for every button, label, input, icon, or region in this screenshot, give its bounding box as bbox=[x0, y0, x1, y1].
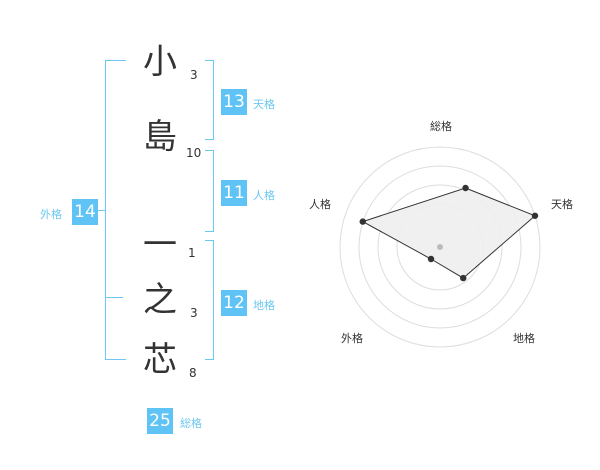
radar-label-2: 天格 bbox=[551, 197, 573, 211]
jinkaku-bracket bbox=[205, 150, 214, 232]
radar-points bbox=[359, 184, 539, 282]
stroke-count-4: 3 bbox=[190, 306, 198, 320]
radar-polygon bbox=[361, 187, 536, 279]
radar-center bbox=[437, 244, 443, 250]
stroke-count-3: 1 bbox=[188, 246, 196, 260]
gaikaku-label: 外格 bbox=[40, 208, 62, 221]
radar-label-4: 外格 bbox=[341, 331, 363, 345]
soukaku-label: 総格 bbox=[180, 417, 202, 430]
radar-point-1 bbox=[462, 184, 469, 192]
radar-label-5: 人格 bbox=[309, 197, 331, 211]
name-char-4: 之 bbox=[143, 280, 177, 320]
stroke-count-2: 10 bbox=[186, 146, 202, 160]
name-char-3: 一 bbox=[143, 225, 177, 265]
radar-label-1: 総格 bbox=[430, 119, 452, 133]
tenkaku-value: 13 bbox=[221, 89, 247, 115]
gaikaku-bracket bbox=[105, 60, 126, 360]
soukaku-value: 25 bbox=[147, 408, 173, 434]
name-char-2: 島 bbox=[143, 117, 177, 157]
tenkaku-bracket bbox=[205, 60, 214, 140]
radar-label-3: 地格 bbox=[513, 331, 535, 345]
tenkaku-label: 天格 bbox=[253, 98, 275, 111]
stroke-count-1: 3 bbox=[190, 68, 198, 82]
gaikaku-value: 14 bbox=[72, 199, 98, 225]
jinkaku-label: 人格 bbox=[253, 189, 275, 202]
name-char-5: 芯 bbox=[143, 340, 177, 380]
radar-point-2 bbox=[531, 212, 539, 219]
chikaku-label: 地格 bbox=[253, 299, 275, 312]
radar-point-4 bbox=[427, 255, 435, 263]
name-char-1: 小 bbox=[143, 42, 177, 82]
radar-point-3 bbox=[460, 274, 467, 282]
radar-point-5 bbox=[359, 218, 366, 225]
chikaku-value: 12 bbox=[221, 290, 247, 316]
stroke-count-5: 8 bbox=[189, 366, 197, 380]
gaikaku-divider-tick bbox=[105, 297, 123, 298]
gaikaku-connector bbox=[92, 210, 105, 211]
chikaku-bracket bbox=[205, 240, 214, 360]
jinkaku-value: 11 bbox=[221, 180, 247, 206]
